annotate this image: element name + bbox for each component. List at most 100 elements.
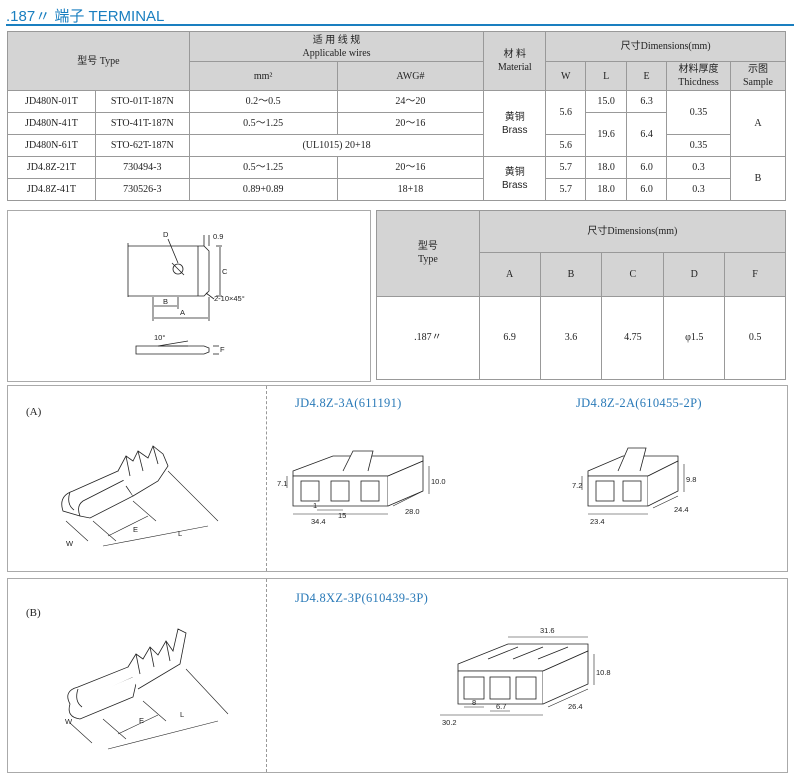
cell-type2: STO-01T-187N	[94, 90, 190, 113]
col-f-header: F	[724, 252, 786, 297]
dim-0-9: 0.9	[213, 232, 223, 241]
table-row: JD480N-41T STO-41T-187N 0.5～1.25 20～16 1…	[7, 112, 786, 157]
cell-sample-b: B	[730, 156, 786, 201]
dim-30-2: 30.2	[442, 718, 457, 727]
dim-f: F	[220, 345, 225, 354]
dim-chamfer: 2-10×45°	[214, 294, 245, 303]
section-b-panel: (B) JD4.8XZ-3P(610439-3P) W E L	[7, 578, 788, 773]
cell-mm2: 0.89+0.89	[188, 178, 338, 201]
dim-d: D	[163, 230, 169, 239]
dim-angle: 10°	[154, 333, 165, 342]
page-title: .187〃 端子 TERMINAL	[6, 8, 165, 25]
mm2-header: mm²	[188, 61, 338, 91]
dim-7-2: 7.2	[572, 481, 582, 490]
tab-drawing: D 0.9 C B 2-10×45° A 10° F	[127, 230, 245, 355]
cell-c: 4.75	[601, 295, 665, 380]
cell-thickness: 0.35	[666, 90, 731, 135]
cell-awg: 20～16	[336, 156, 485, 179]
dim-10-8: 10.8	[596, 668, 611, 677]
dim-10-0: 10.0	[431, 477, 446, 486]
cell-e: 6.3	[626, 90, 668, 113]
cell-l: 18.0	[585, 178, 628, 201]
dim-24-4: 24.4	[674, 505, 689, 514]
cell-mm2: 0.2～0.5	[188, 90, 338, 113]
dim-31-6: 31.6	[540, 626, 555, 635]
cell-thickness: 0.3	[666, 178, 731, 201]
dim-23-4: 23.4	[590, 517, 605, 526]
cell-l: 15.0	[585, 90, 628, 113]
dim-9-8: 9.8	[686, 475, 696, 484]
e-header: E	[626, 61, 668, 91]
cell-mm2: 0.5～1.25	[188, 112, 338, 135]
cell-type1: JD4.8Z-21T	[7, 156, 96, 179]
cell-type1: JD480N-61T	[7, 134, 96, 157]
model-3p: JD4.8XZ-3P(610439-3P)	[295, 591, 429, 605]
type-header: 型号 Type	[7, 31, 190, 91]
l-header: L	[585, 61, 628, 91]
cell-d: φ1.5	[663, 295, 726, 380]
cell-type2: STO-41T-187N	[94, 112, 190, 135]
cell-f: 0.5	[724, 295, 786, 380]
cell-thickness: 0.35	[666, 134, 731, 157]
dim-6-7: 6.7	[496, 702, 506, 711]
cell-w: 5.6	[545, 90, 587, 135]
table-row: .187〃 6.9 3.6 4.75 φ1.5 0.5	[376, 295, 786, 380]
cell-awg: 18+18	[336, 178, 485, 201]
model-2a: JD4.8Z-2A(610455-2P)	[576, 396, 702, 410]
col-d-header: D	[663, 252, 726, 297]
housing-2a-drawing: 7.2 9.8 23.4 24.4	[572, 447, 696, 526]
dim-8: 8	[472, 698, 476, 707]
table-row: JD480N-61T STO-62T-187N (UL1015) 20+18 5…	[7, 134, 786, 157]
cell-w: 5.7	[545, 178, 587, 201]
title-rule	[6, 24, 794, 26]
terminal-a-drawing: W E L	[61, 445, 219, 548]
terminal-b-e: E	[139, 716, 144, 725]
cell-type1: JD4.8Z-41T	[7, 178, 96, 201]
cell-b: 3.6	[539, 295, 603, 380]
tab-dimensions-header: 尺寸Dimensions(mm)	[478, 209, 787, 254]
cell-type1: JD480N-01T	[7, 90, 96, 113]
col-b-header: B	[539, 252, 603, 297]
dim-b: B	[163, 297, 168, 306]
cell-type2: 730494-3	[94, 156, 190, 179]
section-a-panel: (A) JD4.8Z-3A(611191) JD4.8Z-2A(610455-2…	[7, 385, 788, 572]
terminal-b-drawing: W E L	[65, 628, 229, 750]
terminal-b-w: W	[65, 717, 73, 726]
tab-drawing-panel: D 0.9 C B 2-10×45° A 10° F	[7, 210, 371, 382]
cell-sample-a: A	[730, 90, 786, 157]
housing-3a-drawing: 7.1 1 15 34.4 10.0 28.0	[277, 450, 446, 526]
cell-thickness: 0.3	[666, 156, 731, 179]
model-3a: JD4.8Z-3A(611191)	[295, 396, 402, 410]
table-row: JD4.8Z-41T 730526-3 0.89+0.89 18+18 5.7 …	[7, 178, 786, 201]
awg-header: AWG#	[336, 61, 485, 91]
housing-3p-drawing: 31.6 10.8 8 6.7 30.2 26.4	[440, 626, 611, 727]
cell-l: 18.0	[585, 156, 628, 179]
cell-awg: 20～16	[336, 112, 485, 135]
cell-tab-type: .187〃	[376, 295, 480, 380]
dim-28-0: 28.0	[405, 507, 420, 516]
dim-a: A	[180, 308, 185, 317]
section-b-divider	[266, 579, 267, 772]
terminal-a-w: W	[66, 539, 74, 548]
dimensions-header: 尺寸Dimensions(mm)	[545, 31, 786, 62]
dim-26-4: 26.4	[568, 702, 583, 711]
dim-7-1: 7.1	[277, 479, 287, 488]
cell-merged-wires: (UL1015) 20+18	[188, 134, 485, 157]
terminal-b-l: L	[180, 710, 184, 719]
cell-l: 19.6	[585, 112, 628, 157]
cell-mm2: 0.5～1.25	[188, 156, 338, 179]
col-a-header: A	[478, 252, 541, 297]
cell-e: 6.0	[626, 156, 668, 179]
cell-e: 6.0	[626, 178, 668, 201]
cell-a: 6.9	[478, 295, 541, 380]
cell-w: 5.7	[545, 156, 587, 179]
section-b-label: (B)	[26, 607, 41, 619]
